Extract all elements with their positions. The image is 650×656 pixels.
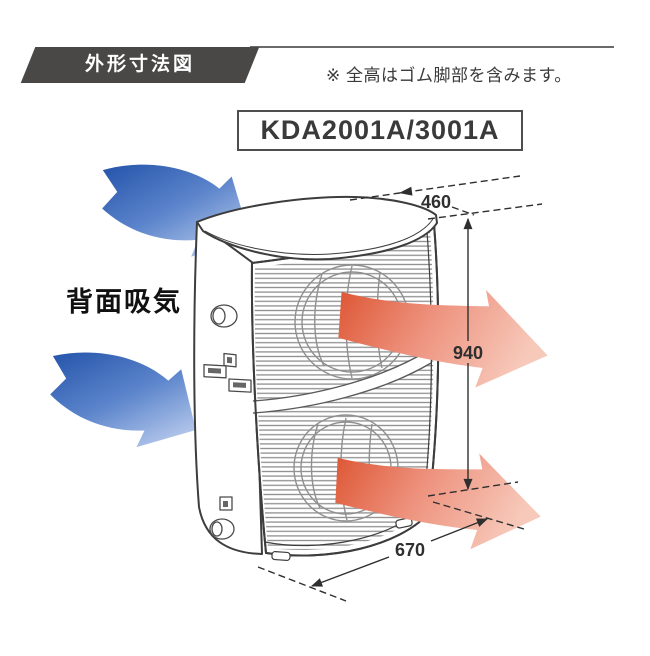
dimension-annotations bbox=[257, 175, 543, 602]
foot-right-icon bbox=[395, 517, 413, 529]
model-number-box: KDA2001A/3001A bbox=[237, 110, 523, 151]
width-dimension-line-left bbox=[310, 556, 390, 587]
depth-dimension-line bbox=[349, 175, 521, 201]
width-right-extension bbox=[432, 501, 525, 530]
header-rule bbox=[250, 46, 614, 48]
intake-arrow-bottom-icon bbox=[37, 340, 209, 460]
width-dimension-line-right bbox=[430, 518, 489, 542]
foot-left-icon bbox=[271, 550, 291, 562]
top-cap bbox=[196, 195, 438, 261]
height-bottom-extension bbox=[427, 481, 519, 497]
section-divider bbox=[252, 349, 432, 414]
side-panel bbox=[193, 221, 263, 555]
depth-arrowhead-icon bbox=[399, 186, 413, 196]
depth-value-label: 460 bbox=[421, 192, 451, 212]
height-value-label: 940 bbox=[453, 343, 483, 363]
diagram-labels: 460 940 670 背面吸気 bbox=[66, 192, 483, 560]
top-cap-rim-line bbox=[204, 218, 434, 255]
width-value-label: 670 bbox=[395, 540, 425, 560]
model-number: KDA2001A/3001A bbox=[260, 115, 500, 145]
rear-intake-label: 背面吸気 bbox=[66, 286, 182, 317]
height-note: ※ 全高はゴム脚部を含みます。 bbox=[326, 66, 572, 85]
side-panel-fittings bbox=[203, 304, 252, 540]
depth-extension-line bbox=[451, 206, 475, 216]
width-left-extension bbox=[257, 566, 347, 602]
height-top-extension bbox=[427, 203, 543, 220]
